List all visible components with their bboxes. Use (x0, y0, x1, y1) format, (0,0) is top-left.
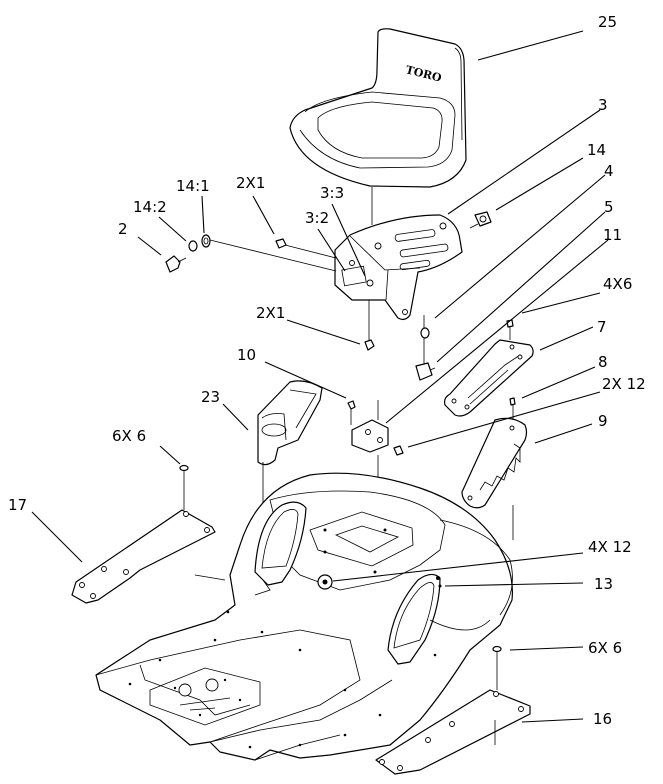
footrest-right (375, 645, 531, 775)
callout-3-2: 3:2 (305, 209, 329, 227)
callout-23: 23 (201, 388, 220, 406)
callout-8: 8 (598, 353, 608, 371)
callout-14-1: 14:1 (176, 177, 210, 195)
callout-14: 14 (587, 141, 606, 159)
footrest-left (71, 464, 216, 604)
callout-7: 7 (597, 318, 607, 336)
callout-6x6-right: 6X 6 (588, 639, 622, 657)
callout-14-2: 14:2 (133, 198, 167, 216)
fender-body (95, 472, 513, 761)
seat-fasteners (415, 315, 436, 381)
seat-bracket (351, 400, 389, 555)
knob-hardware (165, 234, 337, 273)
callout-4: 4 (604, 162, 614, 180)
callout-2: 2 (118, 220, 128, 238)
leader-lines (31, 30, 609, 723)
callout-4x12: 4X 12 (588, 538, 632, 556)
adjustment-knob (469, 211, 492, 229)
seat: TORO (289, 28, 467, 188)
callout-3: 3 (598, 96, 608, 114)
callout-4x6: 4X6 (603, 275, 632, 293)
seat-plate (334, 214, 463, 321)
callout-11: 11 (603, 226, 622, 244)
callout-9: 9 (598, 412, 608, 430)
callout-3-3: 3:3 (320, 184, 344, 202)
callout-2x1-top: 2X1 (236, 174, 265, 192)
callout-6x6-left: 6X 6 (112, 427, 146, 445)
nut (393, 445, 404, 456)
callout-5: 5 (604, 198, 614, 216)
callout-16: 16 (593, 710, 612, 728)
callout-labels: 25 3 14 4 5 11 4X6 7 8 2X 12 9 14:1 14:2… (8, 13, 646, 728)
callout-10: 10 (237, 346, 256, 364)
cupholder (257, 380, 323, 580)
hardware-bolts (275, 238, 375, 351)
fender-plate (443, 319, 534, 417)
shift-gate (461, 397, 528, 540)
callout-17: 17 (8, 496, 27, 514)
callout-2x12: 2X 12 (602, 375, 646, 393)
callout-2x1-mid: 2X1 (256, 304, 285, 322)
callout-25: 25 (598, 13, 617, 31)
callout-13: 13 (594, 575, 613, 593)
bolt (347, 400, 356, 425)
